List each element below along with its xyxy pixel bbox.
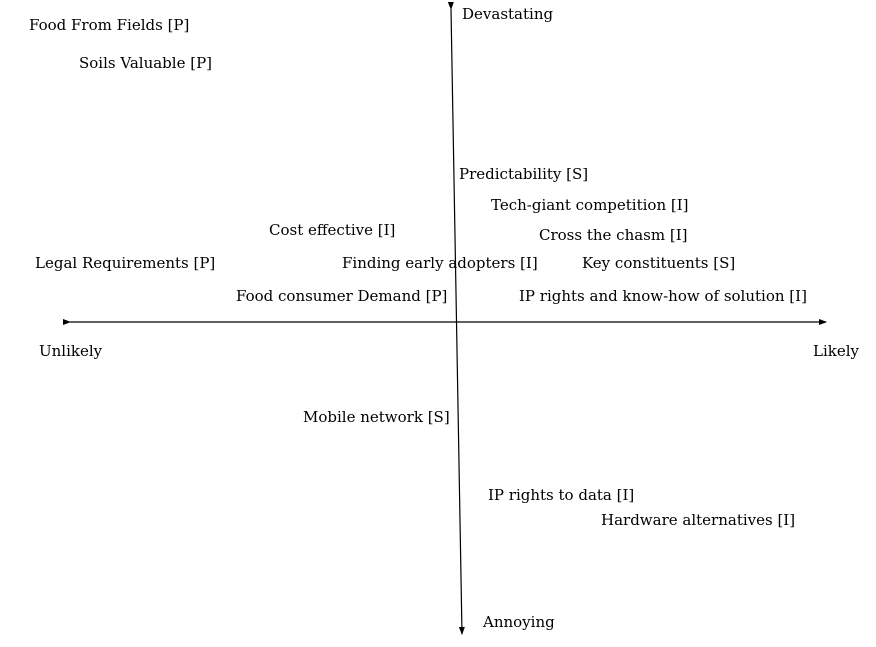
- axis-label-likely: Likely: [813, 342, 859, 360]
- risk-ip-rights-solution: IP rights and know-how of solution [I]: [519, 287, 807, 305]
- risk-legal-requirements: Legal Requirements [P]: [35, 254, 216, 272]
- risk-finding-early-adopters: Finding early adopters [I]: [342, 254, 538, 272]
- risk-food-consumer-demand: Food consumer Demand [P]: [236, 287, 448, 305]
- risk-predictability: Predictability [S]: [459, 165, 589, 183]
- risk-food-from-fields: Food From Fields [P]: [29, 16, 190, 34]
- axis-label-unlikely: Unlikely: [39, 342, 103, 360]
- risk-cost-effective: Cost effective [I]: [269, 221, 396, 239]
- risk-mobile-network: Mobile network [S]: [303, 408, 450, 426]
- axis-label-devastating: Devastating: [462, 5, 554, 23]
- risk-soils-valuable: Soils Valuable [P]: [79, 54, 213, 72]
- vertical-axis: [447, 1, 465, 635]
- risk-key-constituents: Key constituents [S]: [582, 254, 736, 272]
- risk-ip-rights-data: IP rights to data [I]: [488, 486, 635, 504]
- risk-hardware-alternatives: Hardware alternatives [I]: [601, 511, 796, 529]
- risk-cross-the-chasm: Cross the chasm [I]: [539, 226, 688, 244]
- risk-tech-giant-competition: Tech-giant competition [I]: [491, 196, 689, 214]
- axis-label-annoying: Annoying: [483, 613, 555, 631]
